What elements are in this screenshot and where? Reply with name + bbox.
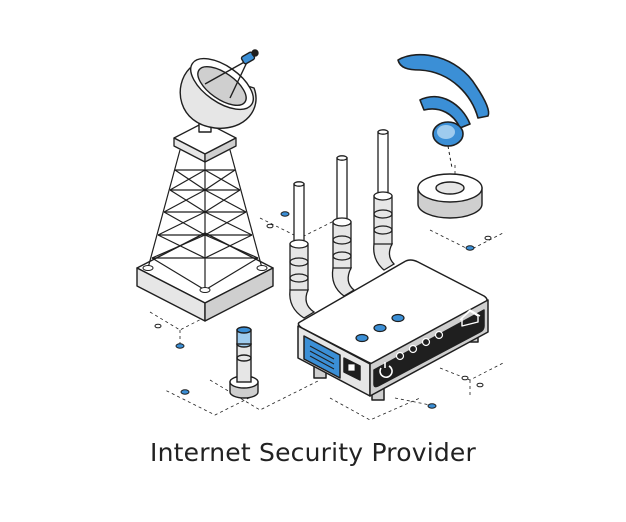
indicator-light xyxy=(395,351,405,361)
network-dot xyxy=(461,375,469,381)
tower-platform xyxy=(173,121,237,163)
network-dot xyxy=(427,403,437,409)
home-icon xyxy=(459,309,481,327)
status-light xyxy=(373,323,387,333)
wifi-router-icon xyxy=(297,259,489,401)
router-antenna-icon xyxy=(373,129,393,249)
indicator-lights xyxy=(395,330,444,361)
connector-post-icon xyxy=(229,326,259,399)
indicator-light xyxy=(421,337,431,347)
router-antennas xyxy=(289,129,393,295)
wifi-signal-icon xyxy=(397,53,490,169)
antenna-cables xyxy=(289,243,396,319)
status-light xyxy=(355,333,369,343)
network-dot xyxy=(476,382,484,388)
indicator-light xyxy=(408,344,418,354)
tower-feet xyxy=(142,265,268,293)
network-dot xyxy=(154,323,162,329)
network-dot xyxy=(175,343,185,349)
satellite-dish-icon xyxy=(179,49,259,133)
page-title: Internet Security Provider xyxy=(150,438,476,467)
status-light xyxy=(391,313,405,323)
network-dot xyxy=(465,245,475,251)
network-dot xyxy=(280,211,290,217)
router-antenna-icon xyxy=(289,181,309,295)
ring-base-icon xyxy=(417,173,483,219)
network-dot xyxy=(266,223,274,229)
network-dot xyxy=(180,389,190,395)
network-dot xyxy=(484,235,492,241)
router-antenna-icon xyxy=(332,155,352,273)
status-lights xyxy=(355,313,405,343)
power-button-icon xyxy=(379,362,393,379)
indicator-light xyxy=(434,330,444,340)
lattice-tower-icon xyxy=(147,140,263,291)
